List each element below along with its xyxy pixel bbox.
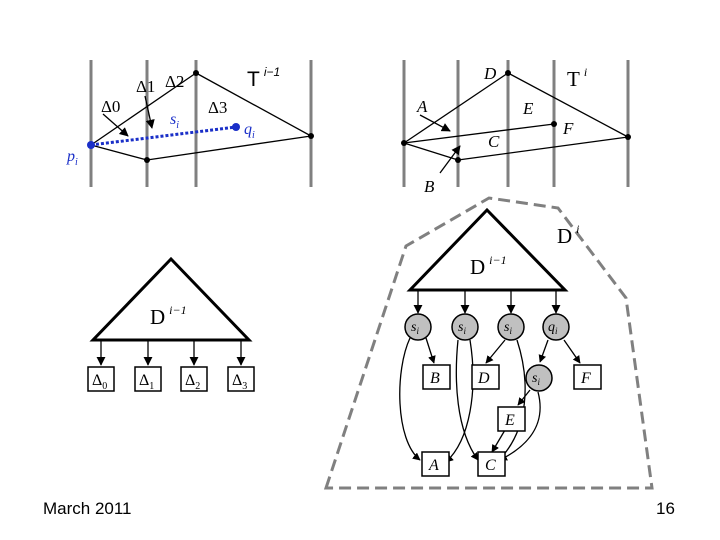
leaf-F: F bbox=[580, 370, 591, 387]
label-delta1: Δ1 bbox=[136, 77, 155, 96]
label-F: F bbox=[562, 119, 574, 138]
circle-nodes bbox=[404, 313, 570, 392]
node-q: qi bbox=[548, 320, 558, 336]
region-arrows bbox=[102, 95, 155, 137]
label-D: D bbox=[483, 64, 497, 83]
vertical-guides bbox=[402, 60, 630, 187]
label-s-i: si bbox=[170, 111, 179, 131]
leaf-C: C bbox=[485, 457, 496, 474]
label-B: B bbox=[424, 177, 435, 196]
leaf-boxes bbox=[421, 364, 602, 477]
vertical-guides bbox=[89, 60, 313, 187]
label-E: E bbox=[522, 99, 534, 118]
endpoints bbox=[401, 70, 631, 163]
page-number: 16 bbox=[656, 499, 675, 518]
leaf-D: D bbox=[477, 370, 490, 387]
leaf-E: E bbox=[504, 412, 515, 429]
dag-inner-triangle bbox=[406, 207, 569, 292]
node-s-1: si bbox=[411, 320, 419, 336]
leaf-B: B bbox=[430, 370, 440, 387]
leaf-delta2: Δ2 bbox=[185, 372, 200, 392]
dag-outline-dashed bbox=[323, 196, 654, 490]
leaf-delta3: Δ3 bbox=[232, 372, 247, 392]
point-p bbox=[87, 141, 95, 149]
node-edges bbox=[399, 337, 581, 463]
leaf-delta1: Δ1 bbox=[139, 372, 154, 392]
segments bbox=[403, 72, 629, 161]
label-p-i: pi bbox=[66, 148, 78, 168]
point-q bbox=[232, 123, 240, 131]
label-C: C bbox=[488, 132, 500, 151]
label-delta0: Δ0 bbox=[101, 97, 120, 116]
leaf-boxes bbox=[87, 366, 255, 392]
dag-triangle bbox=[89, 256, 253, 342]
triangle-to-nodes bbox=[413, 290, 561, 314]
label-A: A bbox=[416, 97, 428, 116]
segments bbox=[90, 72, 312, 161]
dag-arrows bbox=[96, 340, 246, 366]
node-s-3: si bbox=[504, 320, 512, 336]
label-q-i: qi bbox=[244, 121, 255, 141]
node-s-5: si bbox=[532, 371, 540, 387]
label-delta2: Δ2 bbox=[165, 72, 184, 91]
label-delta3: Δ3 bbox=[208, 98, 227, 117]
node-s-2: si bbox=[458, 320, 466, 336]
endpoints bbox=[144, 70, 314, 163]
leaf-delta0: Δ0 bbox=[92, 372, 107, 392]
footer-date: March 2011 bbox=[43, 499, 132, 518]
new-segment bbox=[90, 125, 237, 147]
leaf-A: A bbox=[428, 457, 439, 474]
region-arrows bbox=[419, 114, 461, 174]
